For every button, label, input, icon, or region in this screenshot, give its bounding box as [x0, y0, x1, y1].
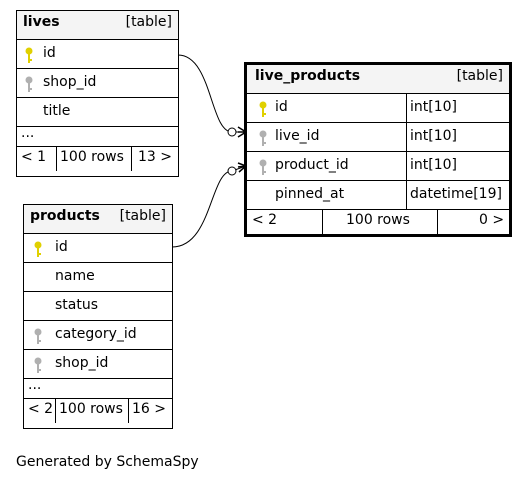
column-type: int[10] — [406, 94, 457, 122]
primary-key-icon — [34, 241, 42, 257]
column-row[interactable]: pinned_at datetime[19] — [247, 181, 509, 210]
column-name: pinned_at — [275, 186, 345, 202]
column-name: id — [55, 239, 68, 255]
column-name: name — [55, 268, 95, 284]
table-products[interactable]: products [table] id name status category… — [23, 204, 173, 429]
column-type: int[10] — [406, 123, 457, 151]
footer-divider — [128, 399, 129, 423]
column-name: product_id — [275, 157, 349, 173]
column-name: live_id — [275, 128, 320, 144]
more-columns-ellipsis: ... — [24, 378, 172, 399]
footer-next[interactable]: 13 > — [138, 149, 172, 165]
table-footer: < 2 100 rows 0 > — [247, 210, 509, 234]
foreign-key-icon — [259, 159, 267, 175]
footer-row-count: 100 rows — [59, 401, 123, 417]
footer-prev[interactable]: < 2 — [28, 401, 54, 417]
column-row[interactable]: live_id int[10] — [247, 123, 509, 152]
column-row[interactable]: category_id — [24, 321, 172, 350]
edge-optional-marker-live-id — [227, 127, 237, 137]
table-footer: < 2 100 rows 16 > — [24, 399, 172, 423]
column-type: datetime[19] — [406, 181, 502, 209]
footer-divider — [55, 399, 56, 423]
column-row[interactable]: title — [17, 98, 178, 127]
table-header: live_products [table] — [247, 65, 509, 94]
column-row[interactable]: shop_id — [17, 69, 178, 98]
column-row[interactable]: status — [24, 292, 172, 321]
footer-divider — [131, 147, 132, 171]
more-columns-ellipsis: ... — [17, 126, 178, 147]
footer-row-count: 100 rows — [346, 212, 410, 228]
edge-products-to-live-products — [171, 165, 247, 248]
column-name: title — [43, 103, 71, 119]
footer-divider — [322, 210, 323, 234]
footer-prev[interactable]: < 2 — [252, 212, 278, 228]
column-type: int[10] — [406, 152, 457, 180]
table-kind: [table] — [456, 68, 503, 84]
footer-next[interactable]: 16 > — [132, 401, 166, 417]
table-footer: < 1 100 rows 13 > — [17, 147, 178, 171]
table-live-products[interactable]: live_products [table] id int[10] live_id… — [244, 62, 512, 237]
footer-divider — [437, 210, 438, 234]
column-name: shop_id — [55, 355, 109, 371]
column-name: id — [275, 99, 288, 115]
foreign-key-icon — [34, 357, 42, 373]
column-name: id — [43, 45, 56, 61]
column-name: shop_id — [43, 74, 97, 90]
table-header: lives [table] — [17, 11, 178, 40]
table-name[interactable]: products — [30, 208, 100, 224]
table-name[interactable]: lives — [23, 14, 60, 30]
table-kind: [table] — [125, 14, 172, 30]
foreign-key-icon — [25, 76, 33, 92]
table-name[interactable]: live_products — [255, 68, 361, 84]
table-kind: [table] — [119, 208, 166, 224]
foreign-key-icon — [259, 130, 267, 146]
column-row[interactable]: id — [17, 40, 178, 69]
column-row[interactable]: name — [24, 263, 172, 292]
footer-divider — [56, 147, 57, 171]
column-row[interactable]: product_id int[10] — [247, 152, 509, 181]
column-row[interactable]: shop_id — [24, 350, 172, 379]
table-lives[interactable]: lives [table] id shop_id title ... < 1 1… — [16, 10, 179, 177]
column-row[interactable]: id int[10] — [247, 94, 509, 123]
primary-key-icon — [259, 101, 267, 117]
footer-next[interactable]: 0 > — [479, 212, 505, 228]
edge-optional-marker-product-id — [227, 166, 237, 176]
footer-row-count: 100 rows — [60, 149, 124, 165]
foreign-key-icon — [34, 328, 42, 344]
generated-by-label: Generated by SchemaSpy — [16, 454, 199, 470]
column-name: category_id — [55, 326, 137, 342]
column-row[interactable]: id — [24, 234, 172, 263]
column-name: status — [55, 297, 99, 313]
primary-key-icon — [25, 47, 33, 63]
table-header: products [table] — [24, 205, 172, 234]
footer-prev[interactable]: < 1 — [21, 149, 47, 165]
edge-lives-to-live-products — [177, 54, 246, 133]
